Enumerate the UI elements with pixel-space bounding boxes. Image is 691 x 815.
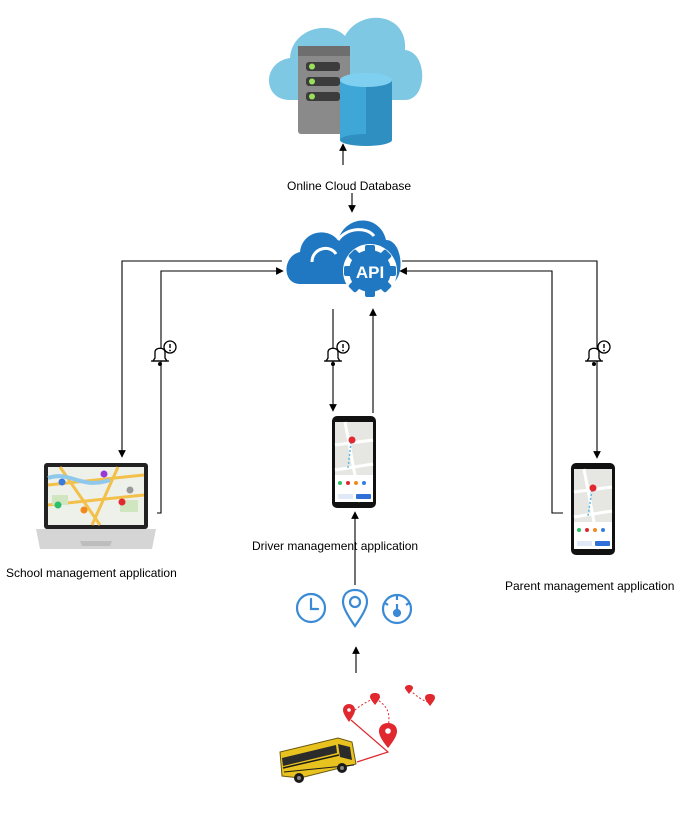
route-pins-icon <box>343 685 435 763</box>
smartphone-map-icon <box>571 463 615 555</box>
driver-app-label: Driver management application <box>252 539 419 553</box>
arrow-api-to-parent <box>402 260 601 459</box>
cloud-database-icon <box>269 17 423 146</box>
bell-alert-icon <box>585 340 611 366</box>
arrow-parent-to-api <box>399 267 563 514</box>
speedometer-icon <box>381 593 413 625</box>
location-pin-icon <box>341 588 369 628</box>
school-bus-icon <box>279 737 357 783</box>
laptop-map-icon <box>36 463 156 549</box>
api-cloud-icon: API <box>286 220 401 298</box>
arrow-school-to-api <box>157 267 284 514</box>
cloud-database-label: Online Cloud Database <box>287 179 412 193</box>
clock-icon <box>295 592 327 624</box>
arrow-api-to-school <box>118 260 282 458</box>
school-app-label: School management application <box>6 566 177 580</box>
smartphone-map-icon <box>332 416 376 508</box>
parent-app-label: Parent management application <box>505 579 675 593</box>
bell-alert-icon <box>324 340 350 366</box>
api-text: API <box>356 263 384 282</box>
bell-alert-icon <box>151 340 177 366</box>
